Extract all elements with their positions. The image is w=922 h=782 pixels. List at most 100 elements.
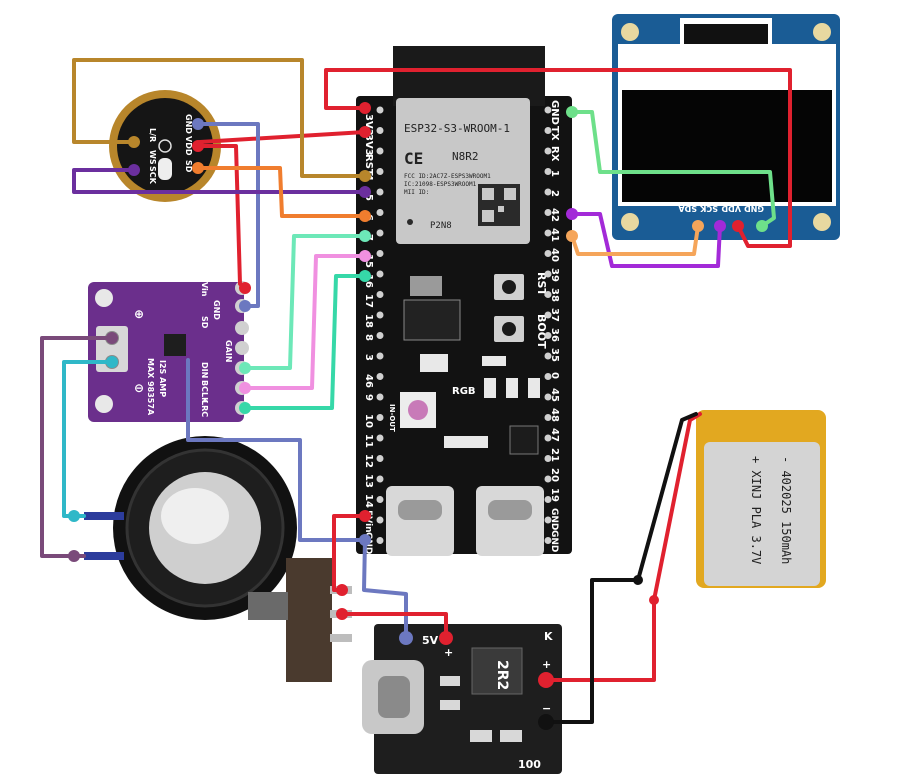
ic-id: IC:21098-ESPS3WROOM1 [404, 181, 477, 188]
module-name: ESP32-S3-WROOM-1 [404, 122, 510, 135]
usb-bridge-chip [509, 425, 539, 455]
esp32-right-pin-dot [544, 188, 552, 196]
esp32-right-pin-dot [544, 475, 552, 483]
amp-chip-label-2: I2S AMP [158, 360, 167, 397]
esp-pin-left-7: 15 [363, 254, 374, 268]
switch-body[interactable] [286, 558, 332, 682]
charger-resistor-label: 100 [518, 758, 541, 771]
esp32-left-pin-dot [376, 496, 384, 503]
inductor-label: 2R2 [494, 660, 510, 690]
amp-pin-labels: Vin GND SD GAIN DIN BCLK LRC [200, 282, 233, 417]
esp-pin-left-11: 8 [363, 334, 374, 341]
esp32-left-pin-dot [376, 250, 384, 257]
esp32-right-header [544, 106, 552, 544]
mic-pin-lr: L/R [148, 128, 157, 142]
esp-pin-left-8: 16 [363, 274, 374, 288]
battery-label-area [704, 442, 820, 586]
esp32-antenna [393, 46, 545, 106]
amp-pin-gnd: GND [212, 300, 221, 320]
speaker-lead-minus [84, 552, 124, 560]
wire-speaker-minus [40, 336, 114, 558]
switch-lever[interactable] [248, 592, 288, 620]
mic-pin-ws: WS [148, 150, 157, 165]
esp-pin-right-9: 38 [549, 288, 560, 302]
mic-port [158, 139, 172, 153]
wire-42-oled-sck [570, 212, 722, 268]
esp-pin-left-9: 17 [363, 294, 374, 308]
rst-button-label: RST [535, 272, 548, 296]
battery-line-2: - 402025 150mAh [779, 456, 793, 564]
esp32-right-pin-dot [544, 516, 552, 524]
oled-pin-vdd: VDD [721, 204, 741, 213]
mount-hole [621, 23, 639, 41]
esp32-right-pin-dot [544, 270, 552, 278]
fcc-id: FCC ID:2AC7Z-ESPS3WROOM1 [404, 173, 491, 180]
boot-button-label: BOOT [535, 314, 548, 349]
esp-pin-right-4: 2 [549, 190, 560, 197]
charger-k-label: K [544, 630, 553, 643]
amp-pin-bclk: BCLK [200, 380, 209, 404]
amp-pin-din: DIN [200, 362, 209, 378]
mic-pin-vdd: VDD [184, 136, 193, 156]
esp32-left-pin-dot [376, 393, 384, 401]
esp32-left-pin-dot [376, 229, 384, 237]
mount-hole [813, 213, 831, 231]
mii-id: MII ID: [404, 189, 429, 196]
wire-41-oled-sda [570, 224, 700, 256]
regulator [410, 276, 442, 296]
esp32-right-pin-dot [544, 127, 552, 134]
oled-pin-gnd: GND [744, 204, 764, 213]
wire-amp-lrc [243, 274, 367, 410]
wire-amp-din [243, 234, 367, 370]
amp-chip-label: MAX 98357A [146, 358, 155, 416]
speaker [84, 436, 297, 620]
esp32-left-pin-dot [376, 127, 384, 134]
esp-pin-right-13: 0 [549, 372, 560, 379]
amp-pin-vin: Vin [200, 282, 209, 297]
charger-out-plus: + [542, 658, 551, 671]
usb-c-port-right[interactable] [476, 486, 544, 556]
esp32-right-pin-dot [544, 373, 552, 380]
esp32-left-pin-dot [376, 414, 384, 421]
speaker-lead-plus [84, 512, 124, 520]
esp32-right-pin-dot [544, 250, 552, 257]
esp-pin-left-16: 11 [363, 434, 374, 448]
amp-minus-label: ⊖ [134, 381, 144, 395]
usb-c-port-left[interactable] [386, 486, 454, 556]
esp32-board: ESP32-S3-WROOM-1 CE N8R2 FCC ID:2AC7Z-ES… [356, 46, 572, 556]
esp-pin-left-14: 9 [363, 394, 374, 401]
esp32-right-pin-dot [544, 352, 552, 360]
amp-pin-lrc: LRC [200, 400, 209, 417]
esp-pin-right-1: TX [549, 126, 560, 141]
esp32-left-pin-dot [376, 516, 384, 524]
wire-mic-sd [196, 166, 367, 218]
esp32-left-pin-dot [376, 291, 384, 298]
lipo-battery: + XINJ PLA 3.7V - 402025 150mAh [696, 410, 826, 588]
esp32-left-pin-dot [376, 455, 384, 462]
charger-module: 2R2 5V + K 100 + − [362, 624, 562, 774]
wire-mic-lr [72, 58, 367, 178]
esp32-left-pin-dot [376, 147, 384, 155]
esp32-right-pin-dot [544, 147, 552, 155]
amp-pin-gain: GAIN [224, 340, 233, 362]
wire-mic-sck [72, 168, 367, 194]
esp32-left-pin-dot [376, 434, 384, 442]
esp-pin-right-21: GND [549, 530, 559, 552]
esp32-right-pin-dot [544, 106, 552, 114]
esp-pin-left-4: 5 [363, 194, 374, 201]
esp-pin-left-17: 12 [363, 454, 374, 468]
esp32-left-pin-dot [376, 332, 384, 339]
esp-pin-right-5: 42 [549, 208, 560, 222]
mic-pin-sd: SD [184, 160, 193, 173]
esp32-right-pin-dot [544, 209, 552, 216]
esp-pin-left-12: 3 [363, 354, 374, 361]
in-out-label: IN-OUT [388, 404, 396, 432]
esp-pin-right-14: 45 [549, 388, 560, 402]
esp32-left-pin-dot [376, 209, 384, 216]
esp32-right-pin-dot [544, 168, 552, 175]
oled-display: GND VDD SCK SDA [612, 14, 840, 240]
wire-switch-charger [340, 612, 448, 638]
wires [40, 58, 792, 724]
esp32-left-pin-dot [376, 311, 384, 319]
module-model: N8R2 [452, 150, 479, 163]
